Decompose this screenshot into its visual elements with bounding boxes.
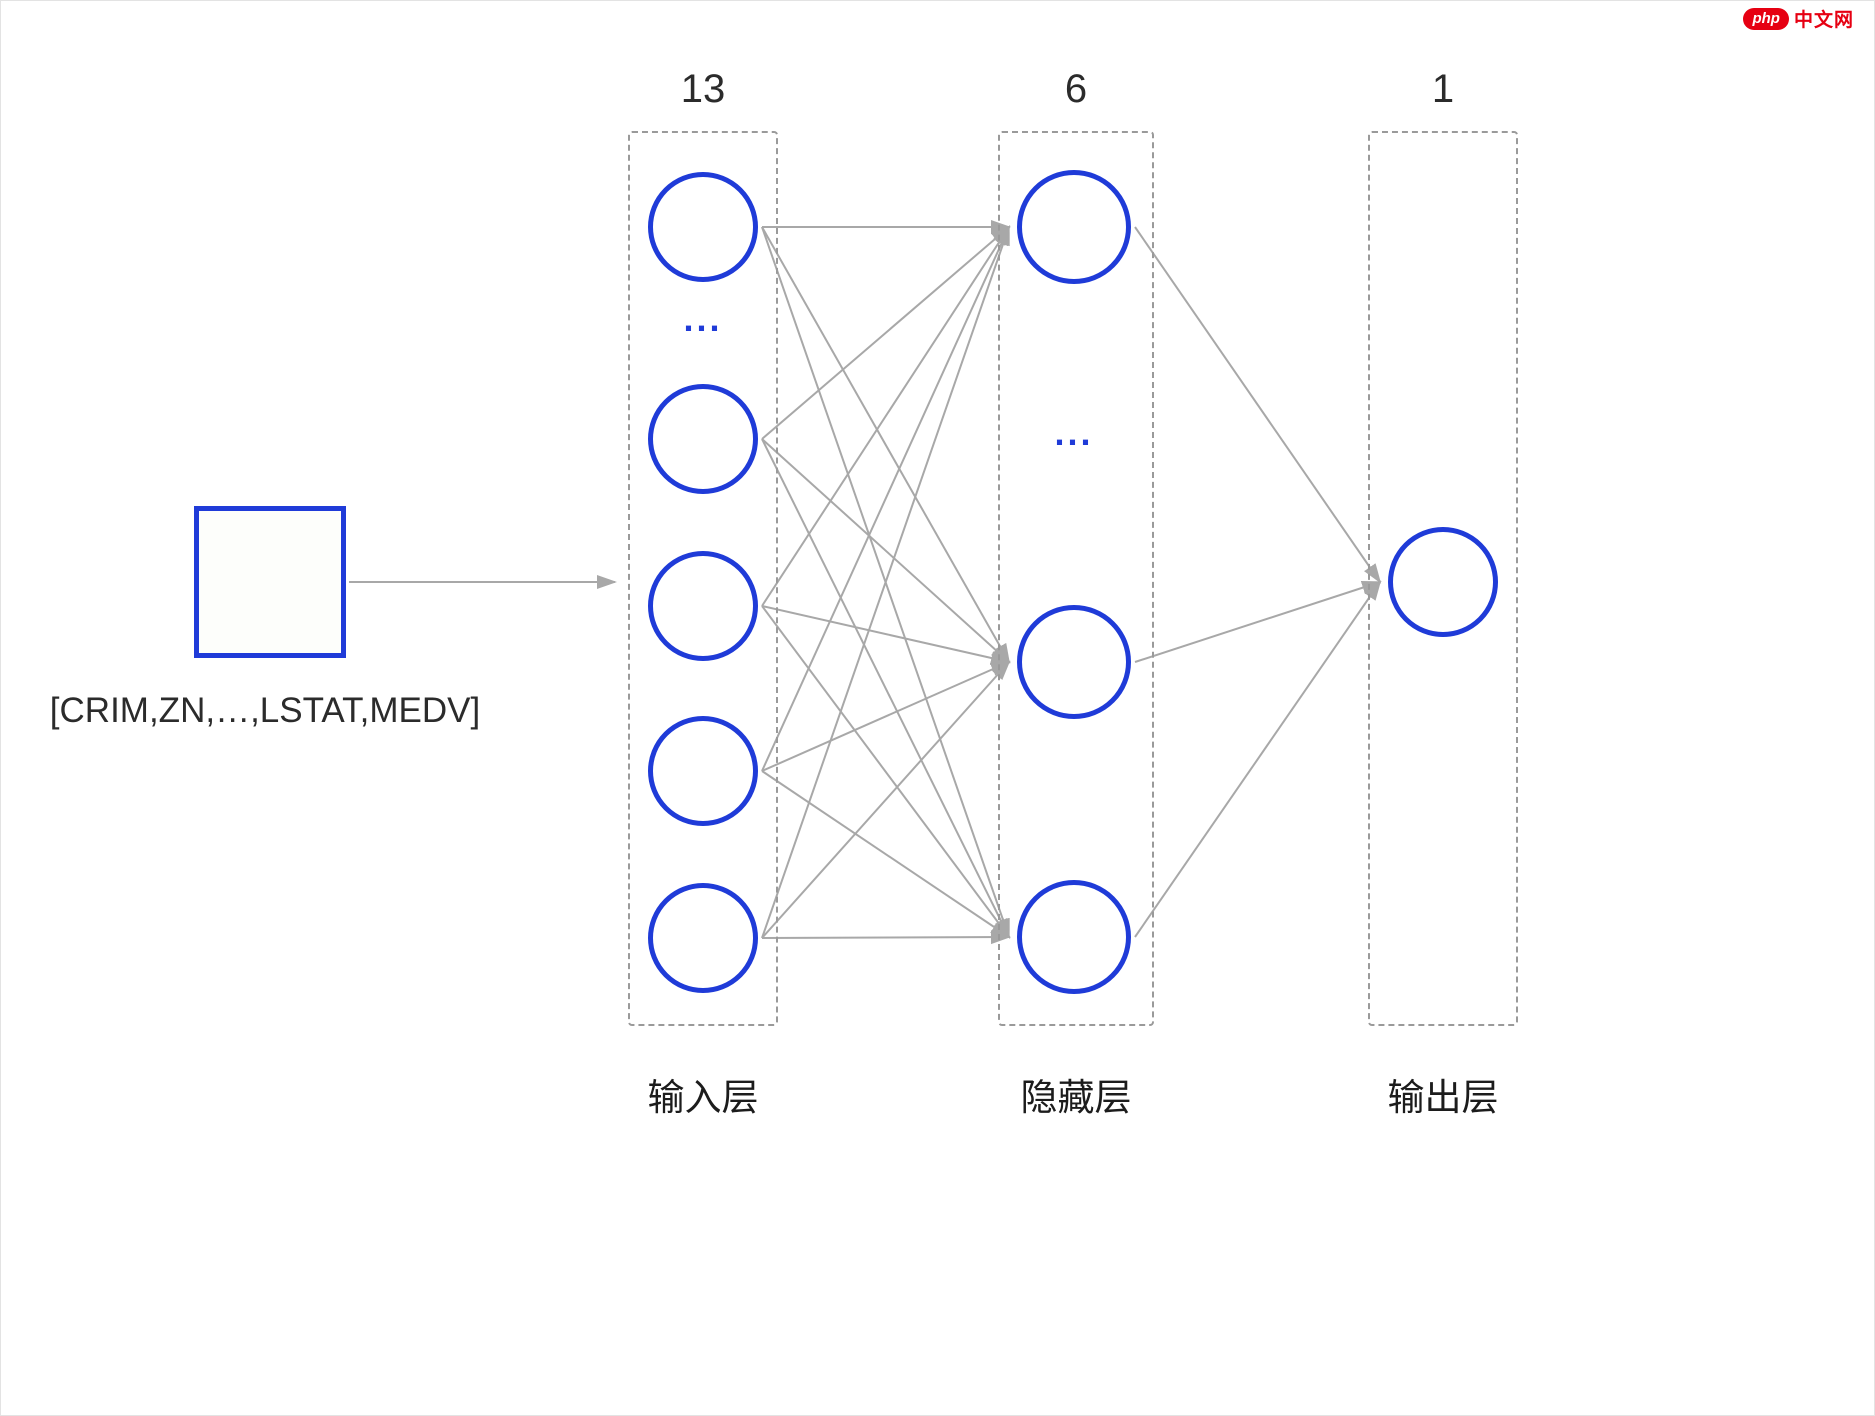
wire-input3-hidden2 [761, 605, 1011, 665]
input-layer-node-2 [648, 384, 758, 494]
wire-input4-hidden3 [761, 770, 1011, 939]
input-layer-count: 13 [680, 67, 726, 111]
hidden-layer-label: 隐藏层 [1020, 1077, 1132, 1118]
hidden-layer-box [998, 131, 1154, 1026]
input-layer-label: 输入层 [647, 1077, 759, 1118]
php-logo-icon: php [1743, 7, 1789, 30]
site-logo-text: 中文网 [1793, 10, 1854, 31]
input-layer-node-5 [648, 883, 758, 993]
wire-hidden3-output1 [1134, 580, 1382, 938]
hidden-layer-node-1 [1017, 170, 1131, 284]
wire-input5-hidden2 [761, 660, 1011, 939]
site-logo: php 中文网 [1743, 5, 1854, 32]
wire-input3-hidden3 [761, 605, 1011, 939]
wire-input5-hidden1 [761, 225, 1010, 939]
hidden-layer-node-2 [1017, 605, 1131, 719]
wire-input4-hidden1 [761, 225, 1010, 772]
wire-input2-hidden1 [761, 225, 1011, 440]
hidden-layer-count: 6 [1064, 67, 1088, 111]
input-data-box [194, 506, 346, 658]
wire-input1-hidden2 [761, 226, 1010, 664]
wire-input3-hidden1 [761, 225, 1011, 607]
wire-input4-hidden2 [761, 661, 1011, 772]
output-layer-box [1368, 131, 1518, 1026]
input-layer-node-1 [648, 172, 758, 282]
wire-hidden1-output1 [1134, 226, 1382, 584]
wire-hidden2-output1 [1134, 580, 1382, 663]
output-layer-label: 输出层 [1387, 1077, 1499, 1118]
output-layer-count: 1 [1431, 67, 1455, 111]
hidden-layer-node-3 [1017, 880, 1131, 994]
input-layer-node-3 [648, 551, 758, 661]
wire-input5-hidden3 [761, 930, 1011, 945]
input-data-label: [CRIM,ZN,…,LSTAT,MEDV] [49, 691, 481, 730]
wire-input2-hidden3 [761, 438, 1010, 939]
input-layer-box [628, 131, 778, 1026]
hidden-layer-ellipsis: ... [1054, 412, 1094, 453]
wire-input1-hidden3 [761, 226, 1010, 939]
input-layer-ellipsis: ... [683, 298, 723, 339]
output-layer-node-1 [1388, 527, 1498, 637]
input-layer-node-4 [648, 716, 758, 826]
wire-input2-hidden2 [761, 438, 1011, 664]
